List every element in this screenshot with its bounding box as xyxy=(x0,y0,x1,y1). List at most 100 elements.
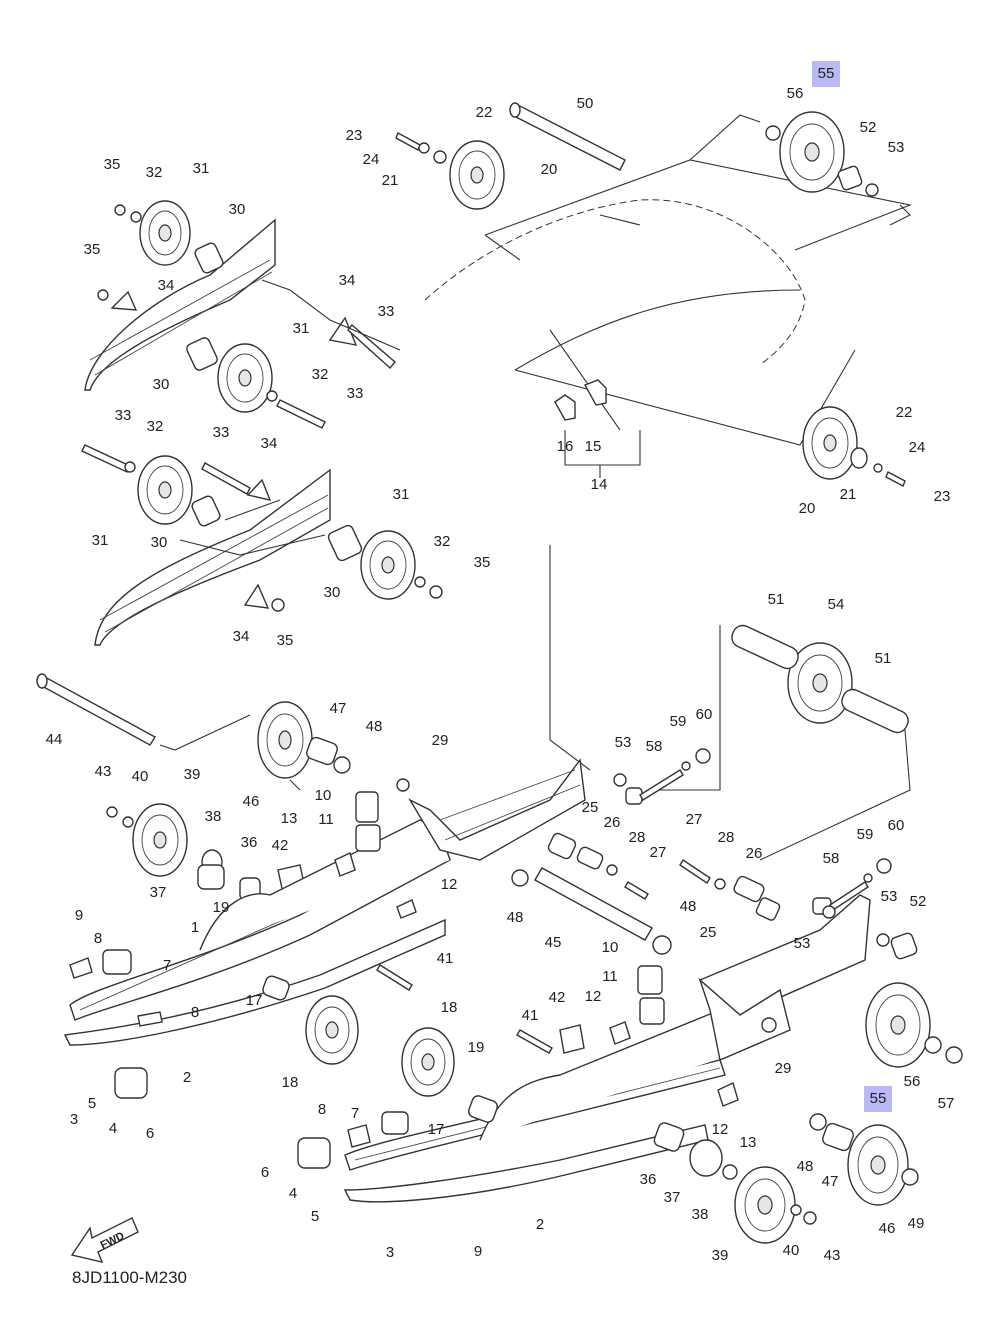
nut-35-c xyxy=(429,585,443,599)
part-number-label: 60 xyxy=(696,706,713,723)
spacer-51-a xyxy=(731,624,799,670)
block-4-b xyxy=(297,1137,331,1169)
part-number-label: 35 xyxy=(474,554,491,571)
washer-32-b xyxy=(266,390,278,402)
washer-32-c xyxy=(124,461,136,473)
part-number-label: 43 xyxy=(824,1247,841,1264)
part-number-label: 52 xyxy=(860,119,877,136)
part-number-label: 56 xyxy=(904,1073,921,1090)
part-number-label: 32 xyxy=(312,366,329,383)
spacer-30-c xyxy=(191,495,221,527)
frame-leader-center xyxy=(549,545,591,771)
spacer-37-b xyxy=(689,1139,723,1177)
part-number-label: 12 xyxy=(712,1121,729,1138)
part-number-label: 8 xyxy=(94,930,102,947)
part-number-label: 41 xyxy=(522,1007,539,1024)
part-number-label: 23 xyxy=(934,488,951,505)
part-number-label: 26 xyxy=(746,845,763,862)
ring-38-b xyxy=(722,1164,738,1180)
part-number-label: 19 xyxy=(468,1039,485,1056)
rail-mid-left xyxy=(94,468,331,646)
part-number-label: 29 xyxy=(432,732,449,749)
part-number-label: 8 xyxy=(191,1004,199,1021)
part-number-label: 13 xyxy=(281,810,298,827)
part-number-label: 40 xyxy=(783,1242,800,1259)
part-number-label: 27 xyxy=(650,844,667,861)
washer-28-b xyxy=(714,878,726,890)
slide-rail-1 xyxy=(63,819,451,1046)
part-number-label: 25 xyxy=(700,924,717,941)
part-number-label: 39 xyxy=(712,1247,729,1264)
part-number-label: 10 xyxy=(602,939,619,956)
bolt-41-a xyxy=(376,964,413,991)
part-number-label: 14 xyxy=(591,476,608,493)
washer-59-b xyxy=(863,873,873,883)
nut-60-b xyxy=(876,858,892,874)
part-number-label: 28 xyxy=(629,829,646,846)
track-outline xyxy=(424,199,806,366)
part-number-label: 59 xyxy=(670,713,687,730)
part-number-label: 53 xyxy=(615,734,632,751)
subframe-lower xyxy=(698,977,791,1061)
part-number-label: 33 xyxy=(347,385,364,402)
spacer-51-b xyxy=(841,688,909,734)
part-number-label: 59 xyxy=(857,826,874,843)
part-number-label: 36 xyxy=(640,1171,657,1188)
part-number-label: 16 xyxy=(557,438,574,455)
callout-highlight xyxy=(812,61,840,87)
washer-40-b xyxy=(790,1204,802,1216)
spacer-26-a xyxy=(576,846,604,870)
part-number-label: 48 xyxy=(797,1158,814,1175)
part-number-label: 4 xyxy=(289,1185,297,1202)
part-number-label: 10 xyxy=(315,787,332,804)
clip-8-b xyxy=(137,1011,163,1027)
part-number-label: 19 xyxy=(213,899,230,916)
part-number-label: 5 xyxy=(88,1095,96,1112)
part-number-label: 51 xyxy=(875,650,892,667)
part-number-label: 46 xyxy=(243,793,260,810)
nut-43-b xyxy=(803,1211,817,1225)
bolt-58-a xyxy=(639,769,684,801)
part-number-label: 58 xyxy=(823,850,840,867)
part-number-label: 30 xyxy=(324,584,341,601)
nut-35-b xyxy=(97,289,109,301)
diagram-code: 8JD1100-M230 xyxy=(72,1268,187,1287)
part-number-label: 37 xyxy=(150,884,167,901)
part-number-label: 11 xyxy=(318,811,334,828)
ring-48-c xyxy=(652,935,672,955)
part-number-label: 60 xyxy=(888,817,905,834)
part-number-label: 21 xyxy=(382,172,399,189)
wheel-31-b xyxy=(217,343,273,413)
part-number-label: 24 xyxy=(909,439,926,456)
part-number-label: 3 xyxy=(70,1111,78,1128)
block-7-a xyxy=(102,949,132,975)
clip-12-a xyxy=(396,899,417,919)
part-number-label: 7 xyxy=(163,957,171,974)
frame-box-right xyxy=(660,625,911,861)
slide-rail-2 xyxy=(343,1009,746,1203)
axle-50 xyxy=(509,102,626,171)
shaft-44 xyxy=(36,673,156,746)
spacer-47-a xyxy=(306,736,338,766)
collar-29-a xyxy=(396,778,410,792)
part-number-label: 15 xyxy=(585,438,602,455)
part-number-label: 51 xyxy=(768,591,785,608)
part-number-label: 32 xyxy=(146,164,163,181)
part-number-label: 45 xyxy=(545,934,562,951)
part-number-label: 42 xyxy=(272,837,289,854)
wheel-31-a xyxy=(139,200,191,266)
spacer-47-b xyxy=(822,1122,854,1152)
part-number-label: 43 xyxy=(95,763,112,780)
part-number-label: 24 xyxy=(363,151,380,168)
bracket-11-b xyxy=(639,997,665,1025)
part-number-label: 34 xyxy=(158,277,175,294)
part-number-label: 3 xyxy=(386,1244,394,1261)
part-number-label: 38 xyxy=(205,808,222,825)
bolt-33-d xyxy=(201,462,251,495)
spacer-25-a xyxy=(547,832,577,860)
part-number-label: 31 xyxy=(193,160,210,177)
spacer-17-a xyxy=(262,975,290,1001)
part-number-label: 17 xyxy=(428,1121,445,1138)
